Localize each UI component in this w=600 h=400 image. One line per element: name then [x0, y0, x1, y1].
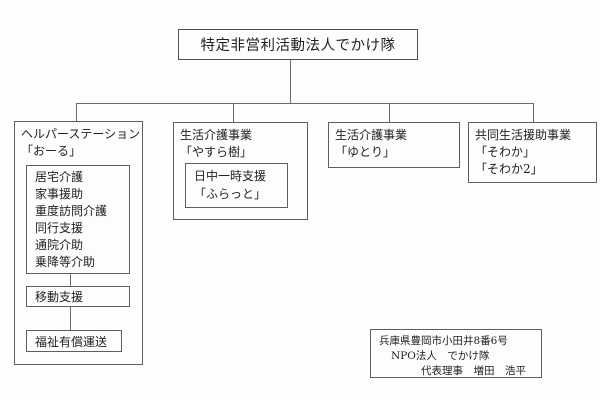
- helper-station-title-line2: 「おーる」: [21, 144, 82, 158]
- helper-station-services-box: 居宅介護 家事援助 重度訪問介護 同行支援 通院介助 乗降等介助: [26, 165, 130, 274]
- fukushi-yusho-unso-label: 福祉有償運送: [35, 334, 108, 349]
- ido-shien-label: 移動支援: [35, 290, 84, 304]
- service-item: 乗降等介助: [35, 255, 96, 269]
- sowaka-title-line2: 「そわか」: [475, 145, 536, 159]
- branch-yutori-box: 生活介護事業 「ゆとり」: [328, 122, 460, 168]
- root-org-box: 特定非営利活動法人でかけ隊: [178, 29, 418, 60]
- connector-root-stem: [290, 60, 291, 103]
- yasuragi-title-line1: 生活介護事業: [180, 128, 253, 142]
- service-item: 通院介助: [35, 238, 84, 252]
- signature-representative: 代表理事 増田 浩平: [421, 365, 526, 377]
- connector-drop-yutori: [389, 103, 390, 122]
- connector-drop-yasuragi: [233, 103, 234, 122]
- inner-box-furatto: 日中一時支援 「ふらっと」: [185, 163, 288, 208]
- connector-ido-to-fukushi: [70, 307, 71, 330]
- signature-address: 兵庫県豊岡市小田井8番6号: [379, 335, 508, 347]
- root-org-title: 特定非営利活動法人でかけ隊: [200, 38, 396, 54]
- signature-org-name: NPO法人 でかけ隊: [391, 350, 490, 362]
- connector-services-to-ido: [70, 274, 71, 286]
- sub-box-fukushi-yusho-unso: 福祉有償運送: [26, 330, 122, 352]
- branch-sowaka-box: 共同生活援助事業 「そわか」 「そわか2」: [468, 122, 597, 183]
- furatto-line2: 「ふらっと」: [194, 187, 267, 201]
- yutori-title-line2: 「ゆとり」: [335, 145, 396, 159]
- sub-box-ido-shien: 移動支援: [26, 286, 130, 307]
- sowaka-title-line3: 「そわか2」: [475, 162, 543, 176]
- service-item: 同行支援: [35, 221, 84, 235]
- connector-drop-helper-station: [76, 103, 77, 121]
- sowaka-title-line1: 共同生活援助事業: [475, 128, 572, 142]
- signature-box: 兵庫県豊岡市小田井8番6号 NPO法人 でかけ隊 代表理事 増田 浩平: [370, 329, 542, 378]
- service-item: 重度訪問介護: [35, 204, 108, 218]
- yasuragi-title-line2: 「やすら樹」: [180, 145, 253, 159]
- connector-drop-sowaka: [533, 103, 534, 122]
- yutori-title-line1: 生活介護事業: [335, 128, 408, 142]
- connector-rail: [76, 103, 534, 104]
- helper-station-title-line1: ヘルパーステーション: [21, 127, 141, 141]
- furatto-line1: 日中一時支援: [194, 169, 267, 183]
- service-item: 家事援助: [35, 187, 84, 201]
- service-item: 居宅介護: [35, 170, 84, 184]
